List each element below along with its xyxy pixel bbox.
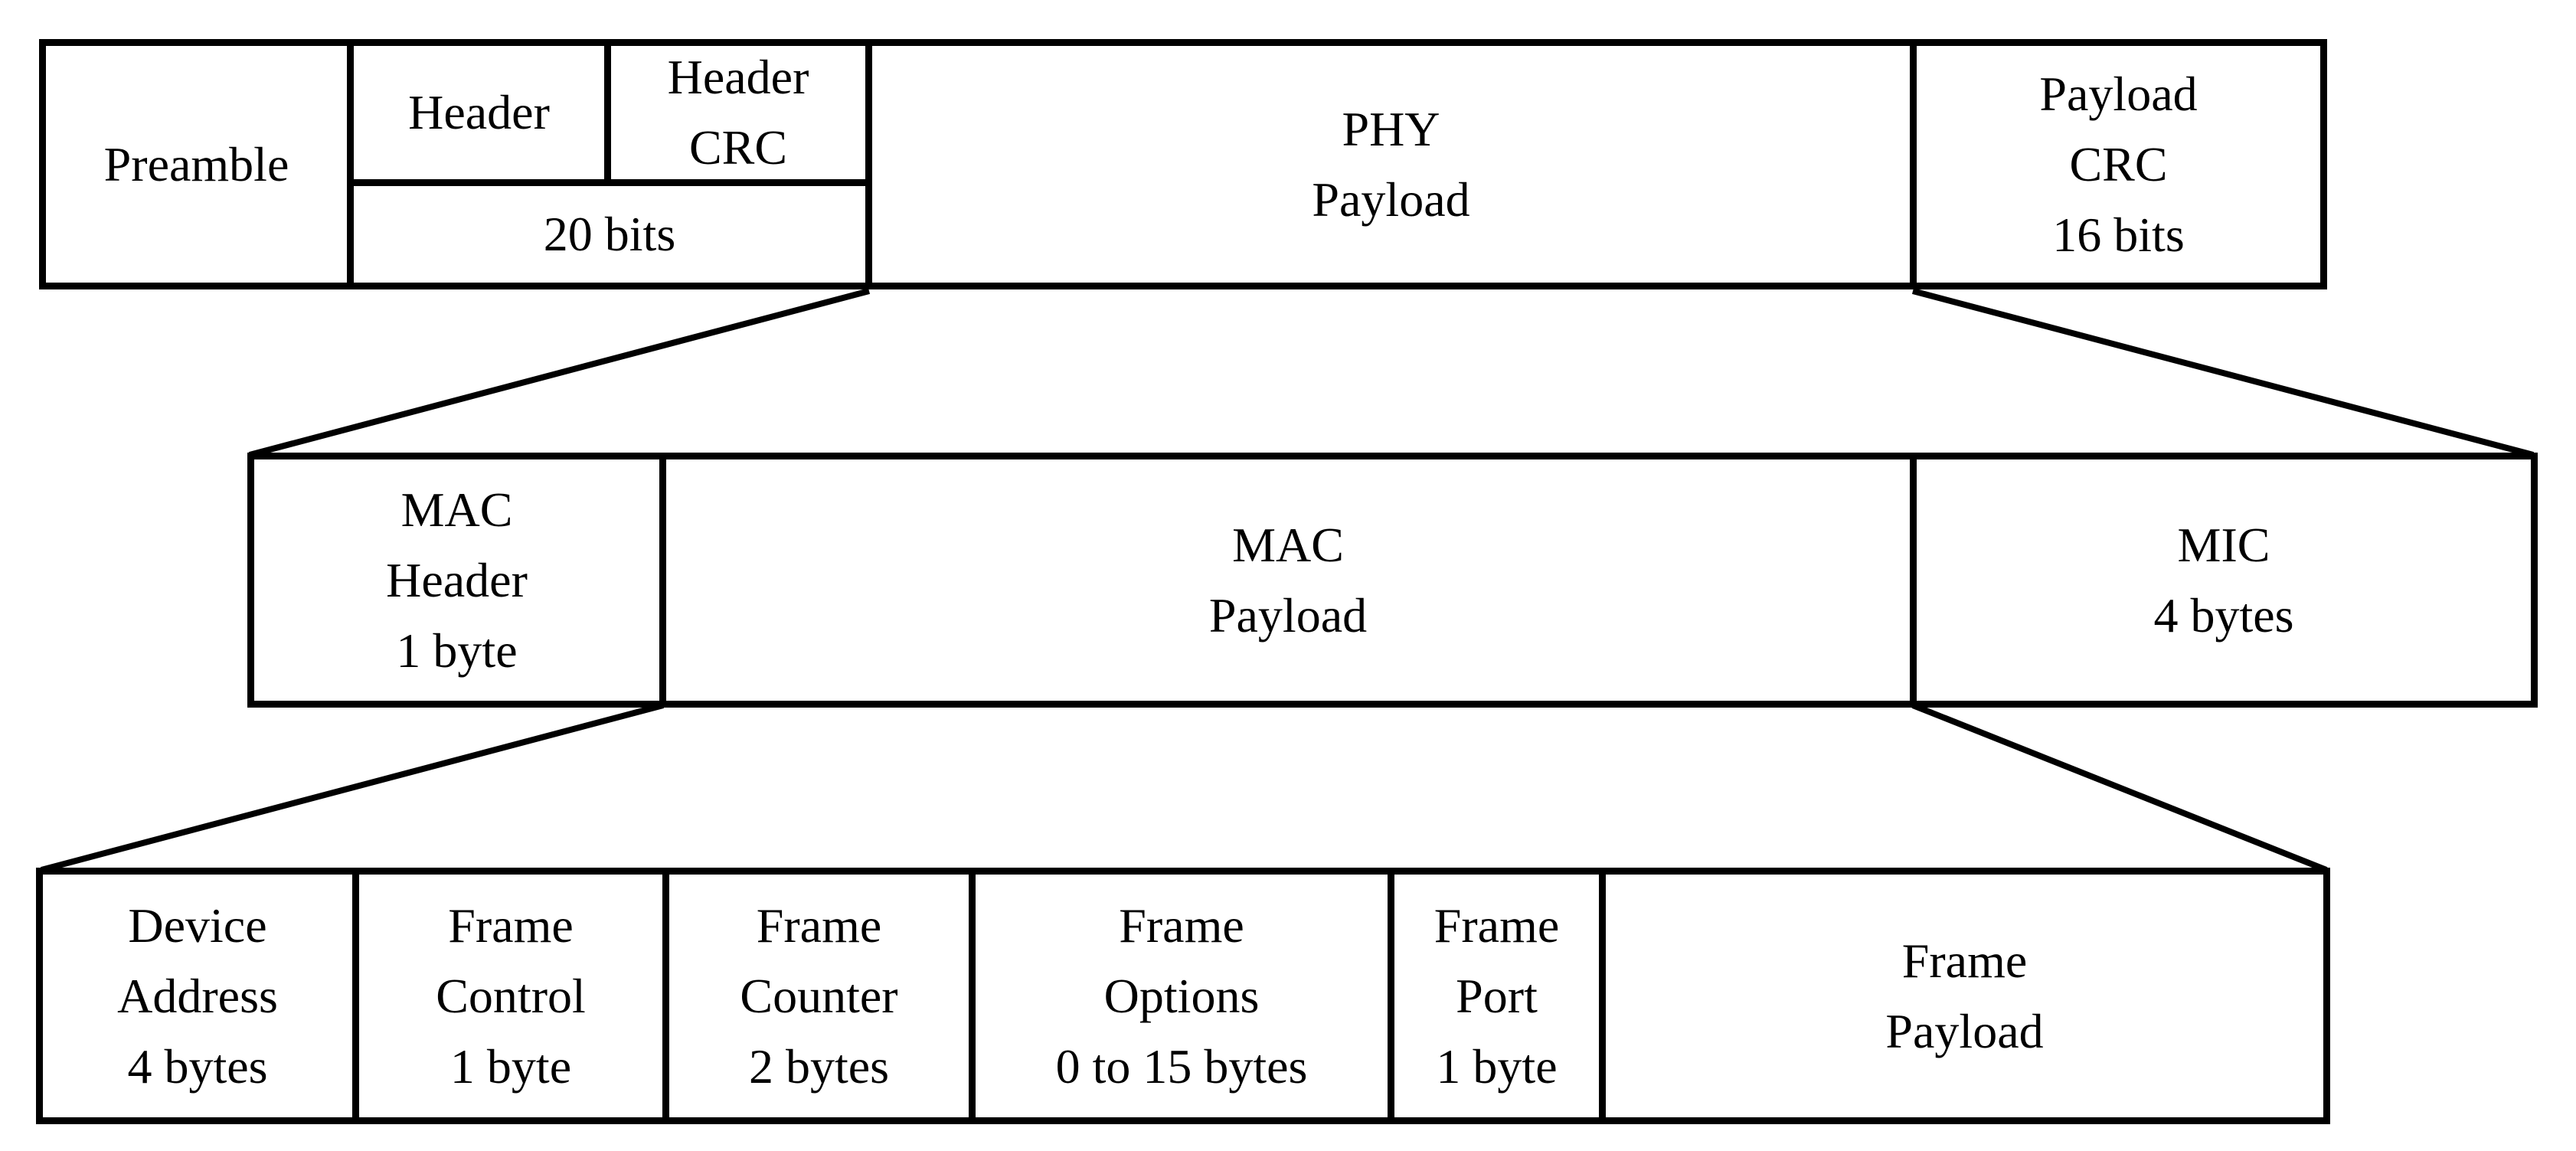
- mac-payload-label-line2: Payload: [1208, 587, 1368, 643]
- frame-options-label-line2: Options: [1103, 968, 1260, 1023]
- cell-frame-payload: Frame Payload: [1599, 868, 2330, 1124]
- device-address-label-line1: Device: [128, 898, 267, 953]
- payload-crc-label-line2: CRC: [2069, 136, 2168, 191]
- cell-frame-control: Frame Control 1 byte: [352, 868, 669, 1124]
- connector-mac-payload-left: [40, 702, 665, 873]
- cell-payload-crc: Payload CRC 16 bits: [1910, 39, 2327, 289]
- cell-mac-header: MAC Header 1 byte: [247, 453, 666, 708]
- cell-phy-payload: PHY Payload: [865, 39, 1917, 289]
- frame-control-label-line1: Frame: [448, 898, 574, 953]
- mic-label-line1: MIC: [2177, 517, 2270, 572]
- frame-port-label-line3: 1 byte: [1436, 1038, 1558, 1094]
- device-address-label-line3: 4 bytes: [127, 1038, 268, 1094]
- mac-payload-label-line1: MAC: [1232, 517, 1344, 572]
- frame-counter-label-line1: Frame: [756, 898, 882, 953]
- preamble-label: Preamble: [103, 136, 289, 191]
- frame-options-label-line3: 0 to 15 bytes: [1055, 1038, 1308, 1094]
- device-address-label-line2: Address: [117, 968, 278, 1023]
- cell-frame-port: Frame Port 1 byte: [1388, 868, 1606, 1124]
- mac-header-label-line1: MAC: [400, 482, 513, 537]
- cell-mic: MIC 4 bytes: [1910, 453, 2538, 708]
- mac-header-label-line3: 1 byte: [396, 623, 518, 678]
- mac-header-label-line2: Header: [386, 552, 528, 607]
- frame-payload-label-line2: Payload: [1885, 1003, 2044, 1058]
- connector-phy-payload-left: [248, 288, 871, 458]
- cell-device-address: Device Address 4 bytes: [36, 868, 359, 1124]
- phy-payload-label-line1: PHY: [1342, 101, 1440, 156]
- frame-counter-label-line3: 2 bytes: [748, 1038, 890, 1094]
- payload-crc-label-line1: Payload: [2039, 66, 2198, 121]
- cell-header-crc: Header CRC: [604, 39, 872, 186]
- frame-control-label-line3: 1 byte: [449, 1038, 572, 1094]
- payload-crc-label-line3: 16 bits: [2052, 207, 2185, 262]
- frame-port-label-line2: Port: [1456, 968, 1538, 1023]
- phy-payload-label-line2: Payload: [1312, 172, 1470, 227]
- frame-payload-label-line1: Frame: [1901, 933, 2028, 988]
- frame-options-label-line1: Frame: [1119, 898, 1244, 953]
- cell-header-size-20-bits: 20 bits: [347, 179, 872, 289]
- connector-phy-payload-right: [1911, 288, 2535, 458]
- cell-preamble: Preamble: [39, 39, 354, 289]
- header-size-label: 20 bits: [543, 207, 676, 261]
- cell-header: Header: [347, 39, 611, 186]
- header-label: Header: [408, 85, 550, 139]
- frame-control-label-line2: Control: [436, 968, 586, 1023]
- cell-frame-options: Frame Options 0 to 15 bytes: [969, 868, 1394, 1124]
- header-crc-label-line1: Header: [667, 50, 809, 104]
- frame-counter-label-line2: Counter: [740, 968, 898, 1023]
- connector-mac-payload-right: [1911, 702, 2328, 873]
- frame-port-label-line1: Frame: [1433, 898, 1560, 953]
- cell-mac-payload: MAC Payload: [659, 453, 1917, 708]
- header-crc-label-line2: CRC: [688, 120, 788, 175]
- cell-frame-counter: Frame Counter 2 bytes: [662, 868, 976, 1124]
- mic-label-line2: 4 bytes: [2153, 587, 2294, 643]
